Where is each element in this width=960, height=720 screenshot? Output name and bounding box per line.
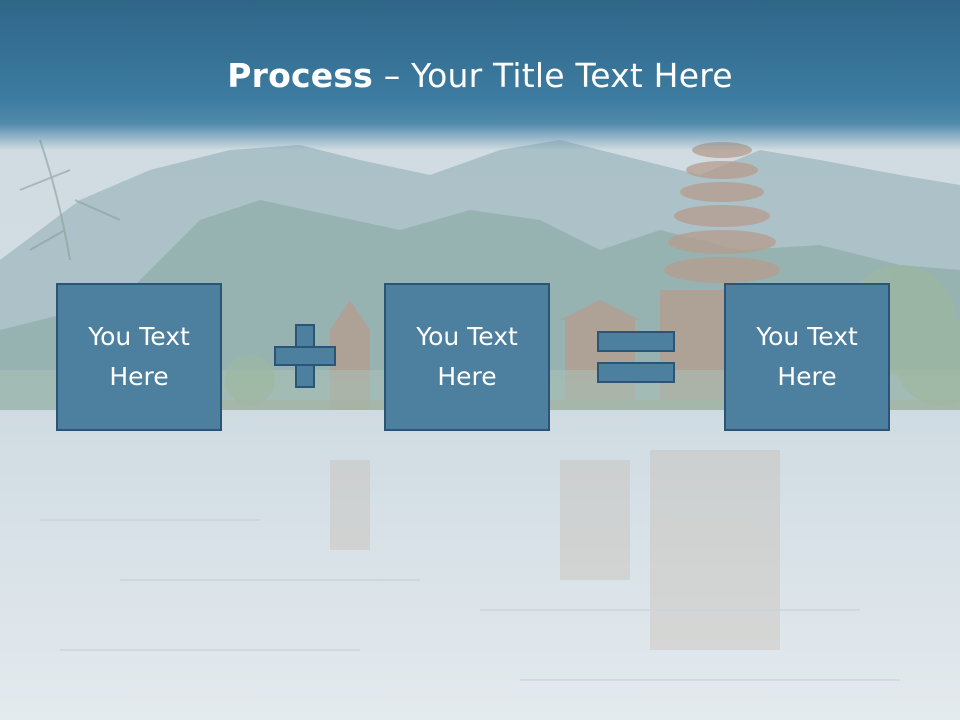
box-text-line1: You Text [756, 322, 858, 351]
process-box-1[interactable]: You Text Here [56, 283, 222, 431]
title-rest: – Your Title Text Here [373, 56, 733, 95]
process-box-3[interactable]: You Text Here [724, 283, 890, 431]
box-text-line1: You Text [416, 322, 518, 351]
title-bold: Process [227, 56, 374, 95]
process-box-2[interactable]: You Text Here [384, 283, 550, 431]
equals-icon [597, 331, 675, 383]
box-text-line2: Here [109, 362, 169, 391]
box-text-line2: Here [437, 362, 497, 391]
box-text-line1: You Text [88, 322, 190, 351]
plus-icon [274, 324, 336, 388]
box-text-line2: Here [777, 362, 837, 391]
slide-title: Process – Your Title Text Here [0, 56, 960, 96]
title-band [0, 0, 960, 150]
